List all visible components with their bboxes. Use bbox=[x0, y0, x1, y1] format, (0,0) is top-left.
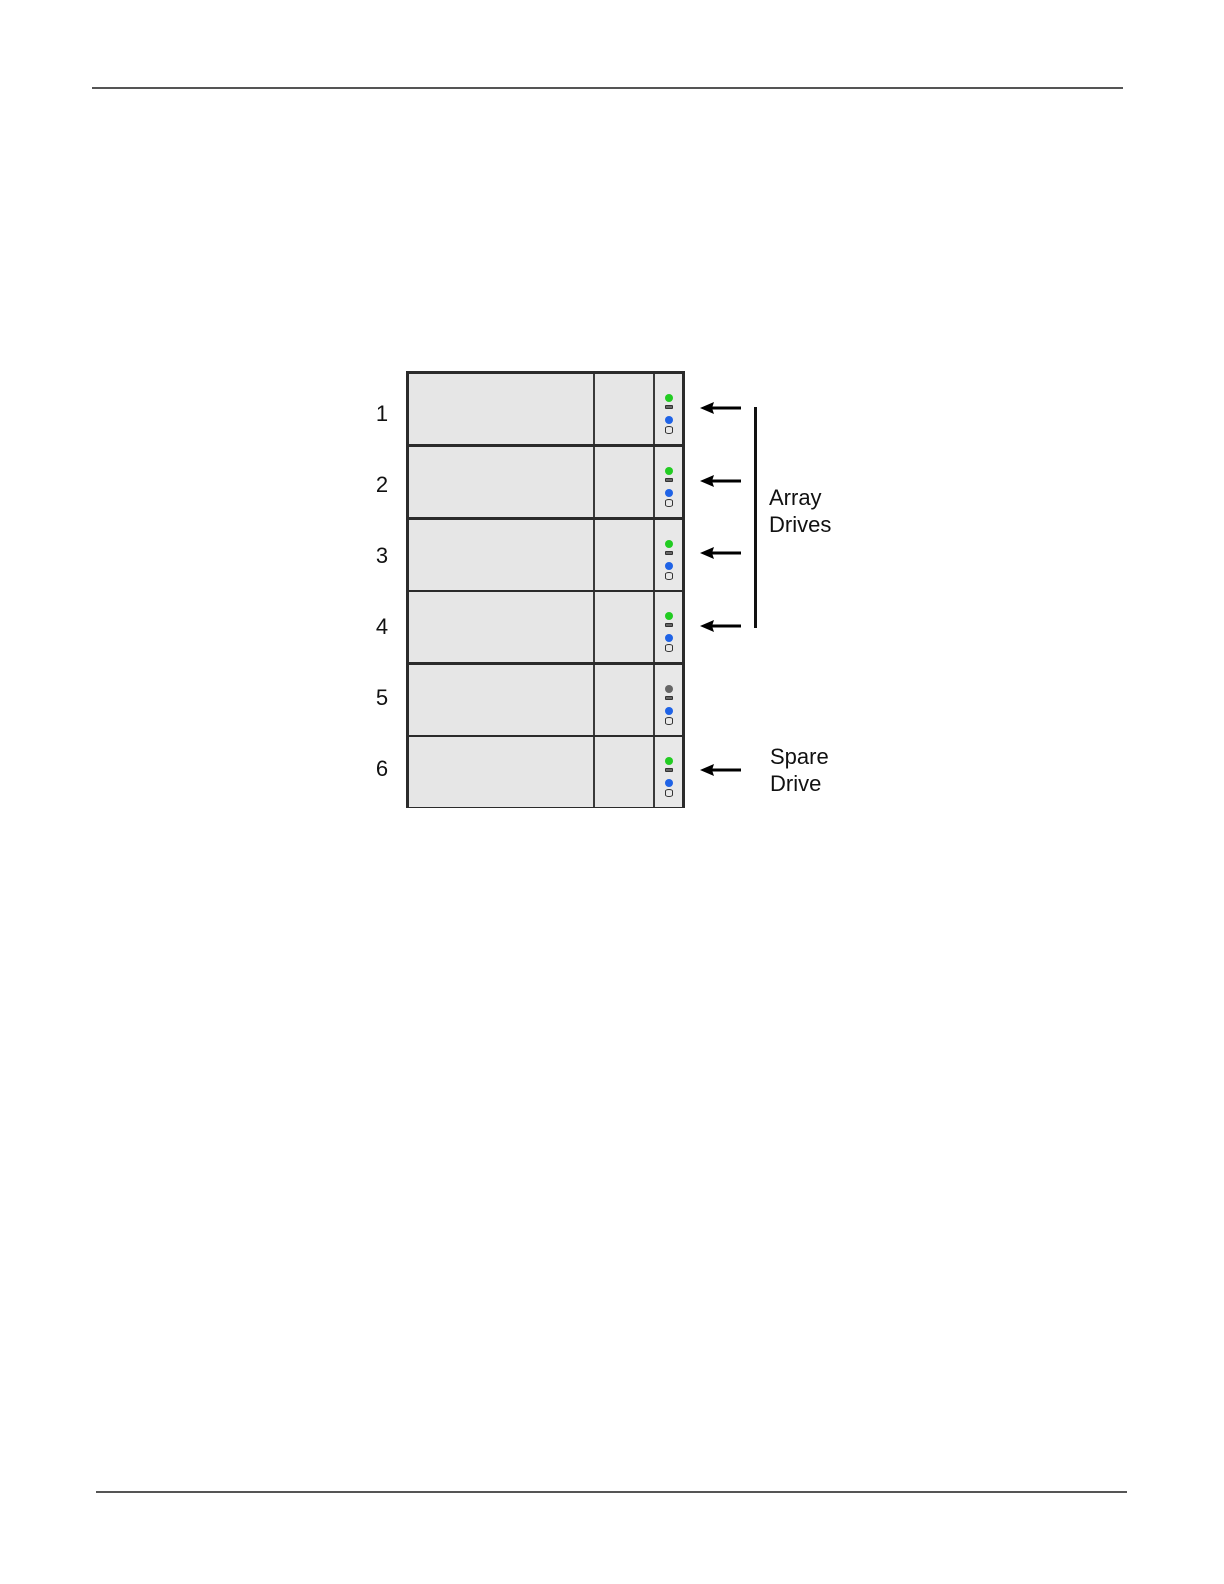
drive-bay-3 bbox=[409, 520, 682, 590]
spare-drive-label: Spare Drive bbox=[770, 743, 829, 797]
drive-bay-4 bbox=[409, 592, 682, 662]
drive-bay-2 bbox=[409, 447, 682, 517]
slot-number-4: 4 bbox=[362, 614, 402, 640]
drive-carrier-latch bbox=[595, 592, 655, 662]
arrow-left-icon bbox=[700, 475, 742, 487]
drive-activity-icon bbox=[665, 426, 673, 434]
slot-number-5: 5 bbox=[362, 685, 402, 711]
disk-icon bbox=[665, 478, 673, 482]
arrow-left-icon bbox=[700, 620, 742, 632]
drive-carrier-latch bbox=[595, 374, 655, 444]
drive-activity-icon bbox=[665, 789, 673, 797]
disk-icon bbox=[665, 405, 673, 409]
status-led bbox=[665, 540, 673, 548]
status-led bbox=[665, 467, 673, 475]
drive-carrier-face bbox=[409, 592, 595, 662]
disk-icon bbox=[665, 696, 673, 700]
spare-drive-label-line2: Drive bbox=[770, 770, 829, 797]
drive-bay-6 bbox=[409, 737, 682, 807]
drive-led-panel bbox=[655, 592, 682, 662]
drive-led-panel bbox=[655, 520, 682, 590]
disk-icon bbox=[665, 551, 673, 555]
drive-led-panel bbox=[655, 665, 682, 735]
drive-bay-1 bbox=[409, 374, 682, 444]
activity-led bbox=[665, 707, 673, 715]
spare-drive-label-line1: Spare bbox=[770, 743, 829, 770]
status-led bbox=[665, 757, 673, 765]
array-drives-bracket bbox=[754, 407, 757, 628]
slot-number-1: 1 bbox=[362, 401, 402, 427]
activity-led bbox=[665, 779, 673, 787]
activity-led bbox=[665, 489, 673, 497]
status-led bbox=[665, 685, 673, 693]
status-led bbox=[665, 394, 673, 402]
status-led bbox=[665, 612, 673, 620]
drive-activity-icon bbox=[665, 572, 673, 580]
activity-led bbox=[665, 416, 673, 424]
drive-carrier-latch bbox=[595, 665, 655, 735]
drive-carrier-latch bbox=[595, 737, 655, 807]
drive-carrier-face bbox=[409, 520, 595, 590]
activity-led bbox=[665, 562, 673, 570]
drive-enclosure bbox=[406, 371, 685, 808]
footer-rule bbox=[96, 1491, 1127, 1493]
drive-led-panel bbox=[655, 447, 682, 517]
disk-icon bbox=[665, 623, 673, 627]
drive-led-panel bbox=[655, 737, 682, 807]
drive-activity-icon bbox=[665, 717, 673, 725]
disk-icon bbox=[665, 768, 673, 772]
slot-number-6: 6 bbox=[362, 756, 402, 782]
drive-carrier-latch bbox=[595, 447, 655, 517]
drive-carrier-face bbox=[409, 737, 595, 807]
drive-activity-icon bbox=[665, 644, 673, 652]
drive-led-panel bbox=[655, 374, 682, 444]
array-drives-label-line1: Array bbox=[769, 484, 831, 511]
drive-carrier-face bbox=[409, 374, 595, 444]
arrow-left-icon bbox=[700, 764, 742, 776]
array-drives-label-line2: Drives bbox=[769, 511, 831, 538]
slot-number-3: 3 bbox=[362, 543, 402, 569]
drive-carrier-face bbox=[409, 665, 595, 735]
drive-carrier-latch bbox=[595, 520, 655, 590]
arrow-left-icon bbox=[700, 402, 742, 414]
array-drives-label: Array Drives bbox=[769, 484, 831, 538]
activity-led bbox=[665, 634, 673, 642]
arrow-left-icon bbox=[700, 547, 742, 559]
slot-number-2: 2 bbox=[362, 472, 402, 498]
drive-activity-icon bbox=[665, 499, 673, 507]
drive-carrier-face bbox=[409, 447, 595, 517]
drive-bay-5 bbox=[409, 665, 682, 735]
header-rule bbox=[92, 87, 1123, 89]
